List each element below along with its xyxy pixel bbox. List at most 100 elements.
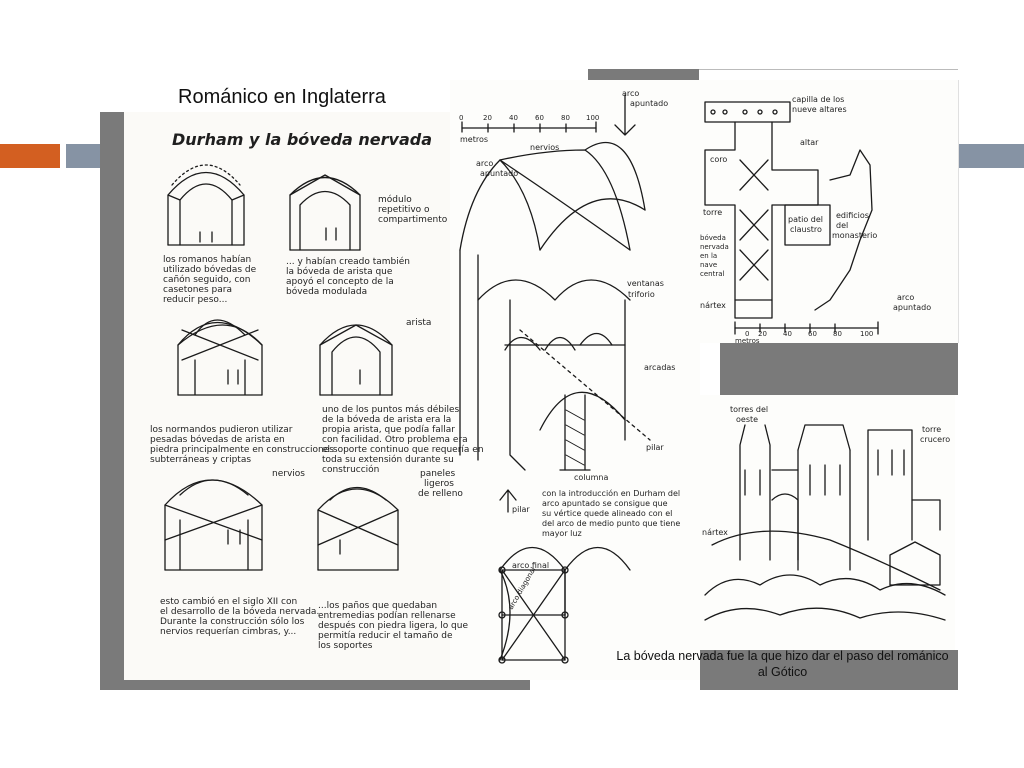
note-panos-5: los soportes [318,641,373,651]
label-arco-apuntado-top-2: apuntado [630,99,668,108]
note-siglo-4: nervios requerían cimbras, y... [160,627,296,637]
note-intro-1: con la introducción en Durham del [542,488,680,498]
note-debil-5: el soporte continuo que requería en [322,445,484,455]
note-normandos-4: subterráneas y criptas [150,455,251,465]
note-panos-4: permitía reducir el tamaño de [318,631,453,641]
label-nervios: nervios [272,469,305,479]
scale-num-100: 100 [586,114,599,122]
note-arista-1: ... y habían creado también [286,256,410,267]
note-intro-3: su vértice quede alineado con el [542,508,672,518]
note-arista-2: la bóveda de arista que [286,266,393,277]
label-paneles-3: de relleno [418,489,463,499]
plan-paper [700,80,958,343]
arista-vault-sketch [319,324,393,396]
plan-metros: metros [735,337,760,345]
note-romanos-2: utilizado bóvedas de [163,264,257,275]
label-arco-apuntado-top-1: arco [622,89,639,98]
plan-scale-40: 40 [783,330,792,338]
frame-right-block [720,343,958,395]
label-patio-2: claustro [790,225,822,234]
note-siglo-2: el desarrollo de la bóveda nervada. [160,606,319,617]
label-paneles-2: ligeros [424,479,454,489]
rib-vault-sketch [164,479,263,571]
label-torre-crucero-2: crucero [920,435,950,444]
slide-caption: La bóveda nervada fue la que hizo dar el… [616,649,949,679]
cathedral-plan [704,101,879,335]
label-arista: arista [406,318,431,328]
label-coro: coro [710,155,727,164]
note-intro-5: mayor luz [542,529,582,538]
section-paper [450,80,700,680]
note-modulo-2: repetitivo o [378,205,430,215]
note-debil-4: con facilidad. Otro problema era [322,435,468,445]
note-normandos-2: pesadas bóvedas de arista en [150,434,285,445]
note-modulo-1: módulo [378,194,412,205]
sheet-heading: Durham y la bóveda nervada [172,130,432,149]
panel-vault-sketch [317,487,399,571]
label-triforio: triforio [628,290,655,299]
note-siglo-3: Durante la construcción sólo los [160,616,305,627]
groin-vault-sketch [289,174,361,251]
view-paper [700,395,955,650]
accent-bar-gray-left [66,144,100,168]
label-arco-final: arco final [512,561,549,570]
label-arcadas: arcadas [644,363,675,372]
label-paneles-1: paneles [420,469,456,479]
norman-vault-sketch [177,319,263,396]
accent-bar-orange [0,144,60,168]
cathedral-view [704,424,946,621]
top-rule-dark [588,69,699,80]
label-arco-plan-2: apuntado [893,303,931,312]
accent-bar-gray-right [958,144,1024,168]
label-altar: altar [800,138,819,147]
label-boveda-4: nave [700,261,717,269]
label-pilar-right: pilar [646,443,664,452]
note-modulo-3: compartimento [378,215,448,225]
note-arista-3: apoyó el concepto de la [286,276,394,287]
frame-right-bottom [700,650,958,690]
label-pilar-left: pilar [512,505,530,514]
label-arco-apuntado-left-2: apuntado [480,169,518,178]
label-ventanas: ventanas [627,279,664,288]
plan-scale-0: 0 [745,330,749,338]
slide-title: Románico en Inglaterra [178,86,386,108]
label-nervios-section: nervios [530,143,559,152]
label-narthex-plan: nártex [700,301,726,310]
nave-section-drawing [459,94,651,513]
note-panos-2: entremedias podían rellenarse [318,611,456,621]
scale-num-60: 60 [535,114,544,122]
label-narthex-view: nártex [702,528,728,537]
label-boveda-1: bóveda [700,234,726,242]
note-arista-4: bóveda modulada [286,286,367,297]
note-romanos-4: casetones para [163,285,232,295]
label-torres-oeste-2: oeste [736,415,758,424]
note-normandos-1: los normandos pudieron utilizar [150,425,293,435]
note-debil-2: de la bóveda de arista era la [322,414,451,425]
note-siglo-1: esto cambió en el siglo XII con [160,596,297,607]
label-torre: torre [703,208,722,217]
note-debil-1: uno de los puntos más débiles [322,404,459,415]
plan-scale-60: 60 [808,330,817,338]
scale-num-20: 20 [483,114,492,122]
note-intro-4: del arco de medio punto que tiene [542,519,680,528]
label-edificios-2: del [836,221,848,230]
label-boveda-3: en la [700,252,717,260]
note-debil-7: construcción [322,464,379,475]
note-romanos-1: los romanos habían [163,255,251,265]
label-torres-oeste-1: torres del [730,405,768,414]
label-capilla-1: capilla de los [792,95,844,104]
label-torre-crucero-1: torre [922,425,941,434]
arch-diagram [498,546,631,664]
note-romanos-5: reducir peso... [163,295,227,305]
top-rule-thin [699,69,958,70]
plan-scale-100: 100 [860,330,873,338]
note-debil-3: propia arista, que podía fallar [322,425,455,435]
plan-scale-20: 20 [758,330,767,338]
label-boveda-5: central [700,270,725,278]
scale-num-40: 40 [509,114,518,122]
frame-bottom [100,680,530,690]
label-arco-plan-1: arco [897,293,914,302]
barrel-vault-sketch [167,164,245,246]
note-panos-3: después con piedra ligera, lo que [318,620,468,631]
section-scale-bar [461,121,597,133]
